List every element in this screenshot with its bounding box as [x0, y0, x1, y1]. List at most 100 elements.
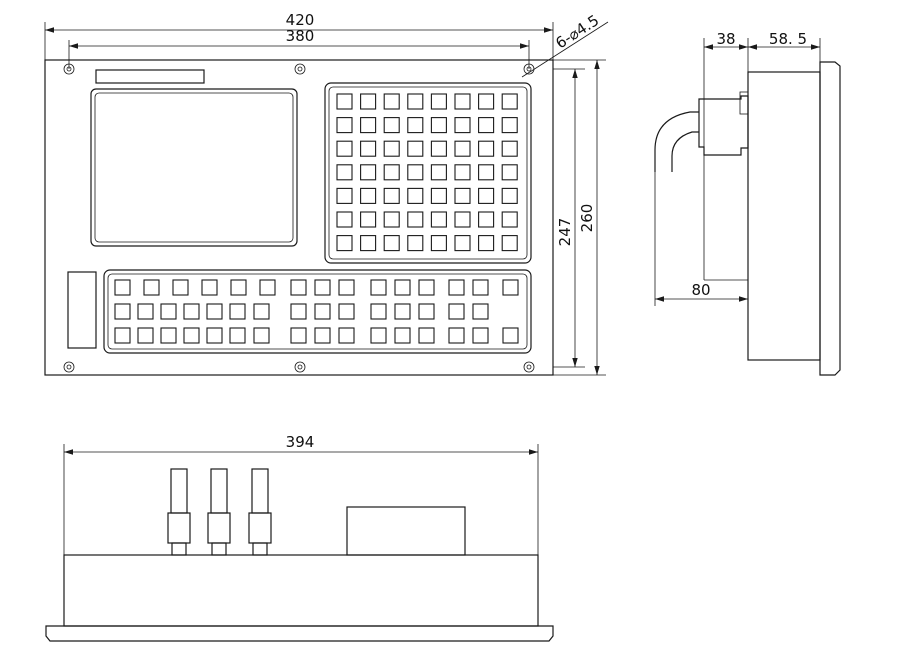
- keypad-key: [472, 279, 489, 296]
- keypad-key: [407, 187, 424, 204]
- side-front-panel: [819, 61, 841, 376]
- keypad-key: [454, 211, 471, 228]
- keypad-key: [360, 164, 377, 181]
- keypad-key: [314, 279, 331, 296]
- mounting-hole: [294, 361, 306, 373]
- dim-380-label: 380: [286, 27, 315, 45]
- keypad-key: [407, 140, 424, 157]
- bottom-body: [63, 554, 539, 627]
- keypad-key: [383, 93, 400, 110]
- keypad-key: [338, 303, 355, 320]
- front-view: [44, 59, 554, 376]
- keypad-key: [418, 303, 435, 320]
- hole-spec-label: 6-⌀4.5: [552, 11, 602, 52]
- keypad-key: [336, 140, 353, 157]
- dim-420-label: 420: [286, 11, 315, 29]
- keypad-key: [430, 164, 447, 181]
- keypad-key: [448, 279, 465, 296]
- keypad-key: [383, 140, 400, 157]
- keypad-key: [502, 279, 519, 296]
- keypad-key: [172, 279, 189, 296]
- mounting-hole: [294, 63, 306, 75]
- dim-80-label: 80: [691, 281, 710, 299]
- keypad-key: [253, 327, 270, 344]
- keypad-key: [360, 117, 377, 134]
- keypad-key: [383, 117, 400, 134]
- keypad-key: [143, 279, 160, 296]
- dim-394-label: 394: [286, 433, 315, 451]
- dim-247-label: 247: [556, 218, 574, 247]
- keypad-key: [478, 211, 495, 228]
- keypad-key: [206, 303, 223, 320]
- keypad-key: [394, 327, 411, 344]
- keypad-key: [383, 164, 400, 181]
- keypad-key: [336, 93, 353, 110]
- hole-leader: [521, 21, 609, 78]
- keypad-key: [336, 235, 353, 252]
- keypad-key: [454, 187, 471, 204]
- keypad-key: [501, 140, 518, 157]
- bottom-connector: [248, 468, 272, 556]
- cable-outer: [654, 111, 699, 172]
- dim-38-label: 38: [716, 30, 735, 48]
- keypad-key: [501, 164, 518, 181]
- keypad-key: [478, 235, 495, 252]
- keypad-key: [114, 303, 131, 320]
- keypad-key: [501, 211, 518, 228]
- keypad-key: [430, 140, 447, 157]
- keypad-key: [314, 327, 331, 344]
- keypad-key: [383, 211, 400, 228]
- keypad-key: [502, 327, 519, 344]
- keypad-key: [501, 93, 518, 110]
- bottom-dimensions: 394: [63, 433, 539, 555]
- keypad-key: [472, 327, 489, 344]
- keypad-key: [407, 93, 424, 110]
- keypad-key: [206, 327, 223, 344]
- bottom-keypad-frame: [103, 269, 532, 354]
- keypad-key: [478, 164, 495, 181]
- keypad-key: [160, 303, 177, 320]
- bottom-keypad-keys: [114, 279, 519, 344]
- mounting-hole: [523, 361, 535, 373]
- keypad-key: [394, 303, 411, 320]
- keypad-key: [430, 93, 447, 110]
- keypad-key: [407, 117, 424, 134]
- bottom-view: [45, 468, 554, 642]
- keypad-key: [430, 117, 447, 134]
- bottom-front-panel: [45, 625, 554, 642]
- screen-bezel: [90, 88, 298, 247]
- keypad-key: [407, 235, 424, 252]
- keypad-key: [201, 279, 218, 296]
- keypad-key: [336, 117, 353, 134]
- right-keypad-frame: [324, 82, 532, 264]
- cable-inner: [671, 131, 699, 172]
- keypad-key: [290, 303, 307, 320]
- keypad-key: [259, 279, 276, 296]
- keypad-key: [336, 164, 353, 181]
- keypad-key: [229, 303, 246, 320]
- keypad-key: [407, 164, 424, 181]
- right-keypad-keys: [336, 93, 518, 252]
- mounting-hole: [63, 361, 75, 373]
- keypad-key: [454, 93, 471, 110]
- keypad-key: [336, 187, 353, 204]
- keypad-key: [430, 211, 447, 228]
- side-dimensions: 38 58. 5 80: [654, 30, 821, 306]
- keypad-key: [383, 235, 400, 252]
- side-connector: [698, 95, 749, 156]
- keypad-key: [407, 211, 424, 228]
- keypad-key: [290, 279, 307, 296]
- keypad-key: [230, 279, 247, 296]
- keypad-key: [448, 327, 465, 344]
- keypad-key: [360, 93, 377, 110]
- keypad-key: [394, 279, 411, 296]
- keypad-key: [418, 327, 435, 344]
- keypad-key: [338, 327, 355, 344]
- keypad-key: [290, 327, 307, 344]
- keypad-key: [114, 327, 131, 344]
- keypad-key: [370, 303, 387, 320]
- keypad-key: [472, 303, 489, 320]
- keypad-key: [454, 117, 471, 134]
- keypad-key: [501, 235, 518, 252]
